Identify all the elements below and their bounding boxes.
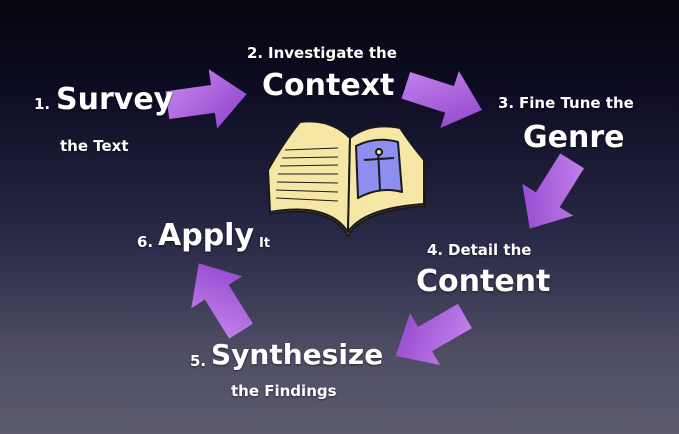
step-4-title: Content [416,264,551,299]
step-2-number: 2. [247,44,264,62]
step-5-number: 5. [190,352,207,370]
step-5-title: Synthesize [211,338,384,371]
step-3-number: 3. [498,94,515,112]
step-2-prefix: Investigate the [268,44,397,62]
step-6-number: 6. [137,233,154,251]
step-4-prefix: Detail the [448,241,532,259]
arrow-icon [401,70,482,129]
step-1-title: Survey [56,82,174,117]
step-6-title: Apply [158,218,255,253]
step-3-prefix: Fine Tune the [519,94,634,112]
arrow-icon [191,263,254,339]
step-1-subtitle: the Text [60,137,129,155]
step-3-title: Genre [523,120,625,155]
step-5-subtitle: the Findings [231,382,337,400]
step-6-subtitle: It [259,236,271,251]
arrow-icon [522,153,585,229]
step-2-title: Context [262,68,395,103]
arrow-icon [395,303,472,365]
step-4-number: 4. [427,241,444,259]
step-1-number: 1. [34,95,51,113]
arrow-icon [165,69,247,129]
